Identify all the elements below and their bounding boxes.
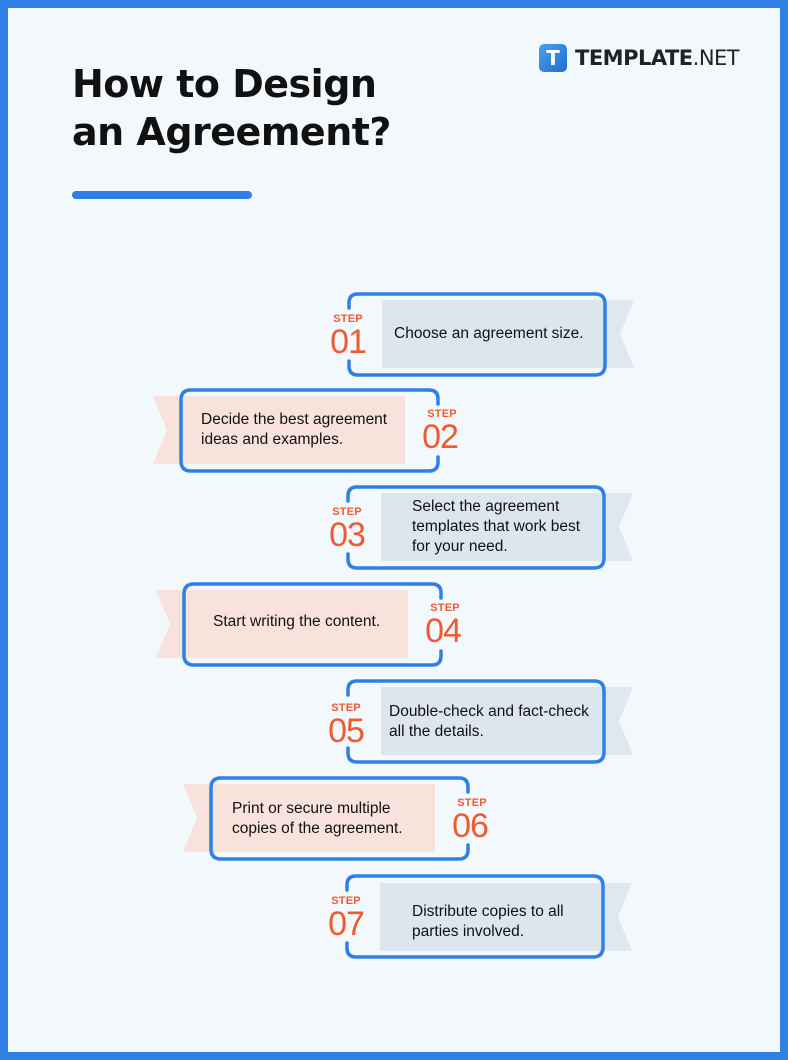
title-line-2: an Agreement? [72, 110, 391, 154]
step-number: 07 [328, 905, 365, 943]
step-label: STEP [332, 506, 362, 518]
step-text: Start writing the content. [213, 613, 381, 630]
logo-text: TEMPLATE.NET [575, 46, 740, 70]
logo-name: TEMPLATE [575, 46, 693, 70]
step-text: Select the agreement templates that work… [412, 498, 580, 555]
step-number: 03 [329, 516, 366, 554]
logo-suffix: .NET [692, 46, 740, 70]
step-label: STEP [430, 602, 460, 614]
step-label: STEP [331, 895, 361, 907]
step-text: Decide the best agreement ideas and exam… [201, 411, 388, 448]
step-label: STEP [427, 408, 457, 420]
step-number: 04 [425, 612, 462, 650]
step-text: Distribute copies to all parties involve… [412, 903, 564, 940]
title-line-1: How to Design [72, 62, 377, 106]
step-text: Choose an agreement size. [394, 325, 584, 342]
logo-t-icon: T [539, 44, 567, 72]
step-text: Print or secure multiple copies of the a… [232, 800, 403, 837]
step-number: 05 [328, 712, 365, 750]
step-label: STEP [331, 702, 361, 714]
page-title: How to Design an Agreement? [72, 60, 391, 156]
title-underline [72, 191, 252, 199]
step-label: STEP [457, 797, 487, 809]
template-net-logo: T TEMPLATE.NET [539, 44, 740, 72]
step-label: STEP [333, 313, 363, 325]
step-text: Double-check and fact-check all the deta… [389, 703, 589, 740]
step-number: 01 [330, 323, 367, 361]
step-number: 06 [452, 807, 489, 845]
step-number: 02 [422, 418, 459, 456]
